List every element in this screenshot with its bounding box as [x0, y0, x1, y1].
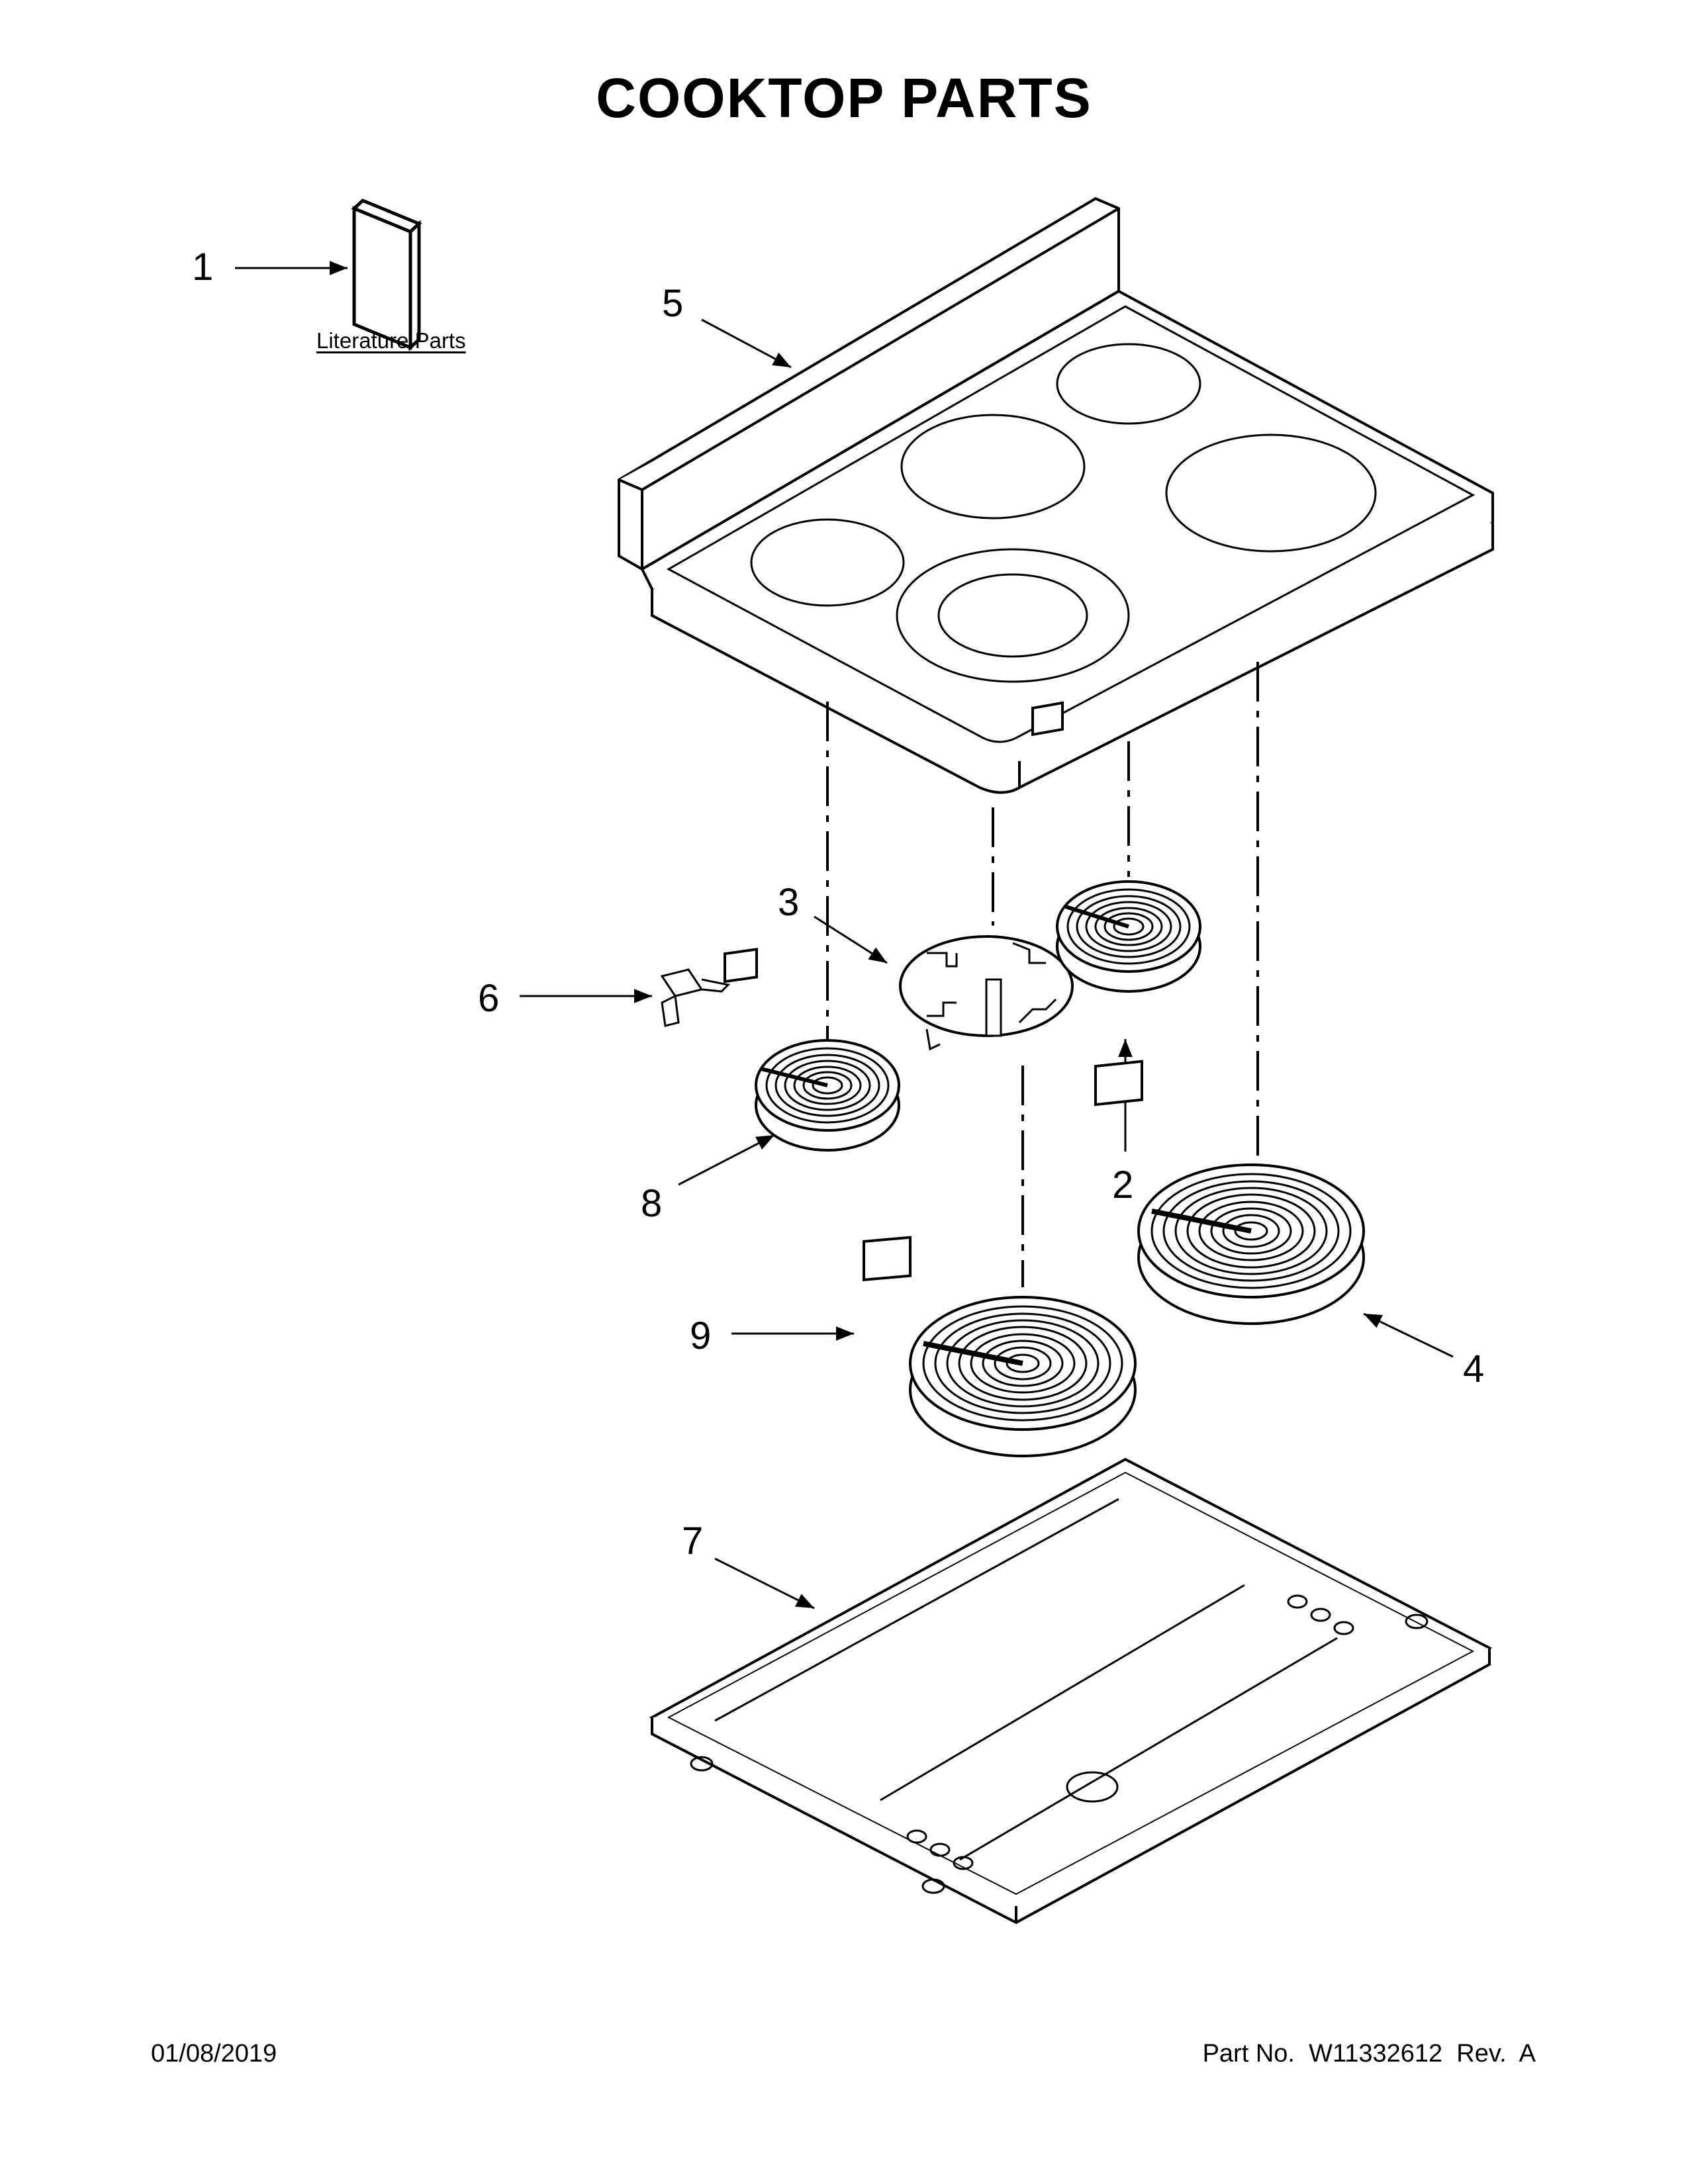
- leader-arrow-5: [701, 318, 792, 369]
- callout-3: 3: [778, 881, 800, 924]
- callout-9: 9: [690, 1314, 712, 1357]
- callout-6: 6: [478, 977, 500, 1020]
- callout-5: 5: [662, 282, 684, 325]
- element-clip[interactable]: [660, 968, 731, 1027]
- callout-8: 8: [641, 1182, 663, 1225]
- callout-4: 4: [1463, 1347, 1485, 1390]
- footer-part-number: Part No. W11332612 Rev. A: [1202, 2040, 1536, 2068]
- callout-2: 2: [1112, 1163, 1134, 1206]
- leader-arrow-4: [1363, 1312, 1454, 1358]
- leader-arrow-8: [678, 1134, 775, 1186]
- assembly-centerlines: [826, 662, 1259, 1287]
- literature-parts-label[interactable]: Literature Parts: [316, 328, 466, 353]
- footer-date: 01/08/2019: [151, 2040, 277, 2068]
- leader-arrow-3: [814, 915, 888, 964]
- page-title: COOKTOP PARTS: [596, 67, 1092, 129]
- callout-1: 1: [192, 246, 214, 289]
- radiant-element-small-front[interactable]: [724, 948, 900, 1152]
- radiant-element-large-right[interactable]: [1094, 1060, 1365, 1325]
- radiant-element-small-rear[interactable]: [1031, 701, 1201, 993]
- cooktop-support-pan[interactable]: [649, 1457, 1493, 1925]
- cooktop-glass-top[interactable]: [618, 197, 1494, 794]
- callout-7: 7: [682, 1520, 704, 1563]
- radiant-element-large-left[interactable]: [863, 1236, 1137, 1457]
- literature-parts-booklet[interactable]: [351, 199, 422, 351]
- burner-shield-plate[interactable]: [899, 923, 1076, 1051]
- leader-arrow-7: [714, 1557, 815, 1610]
